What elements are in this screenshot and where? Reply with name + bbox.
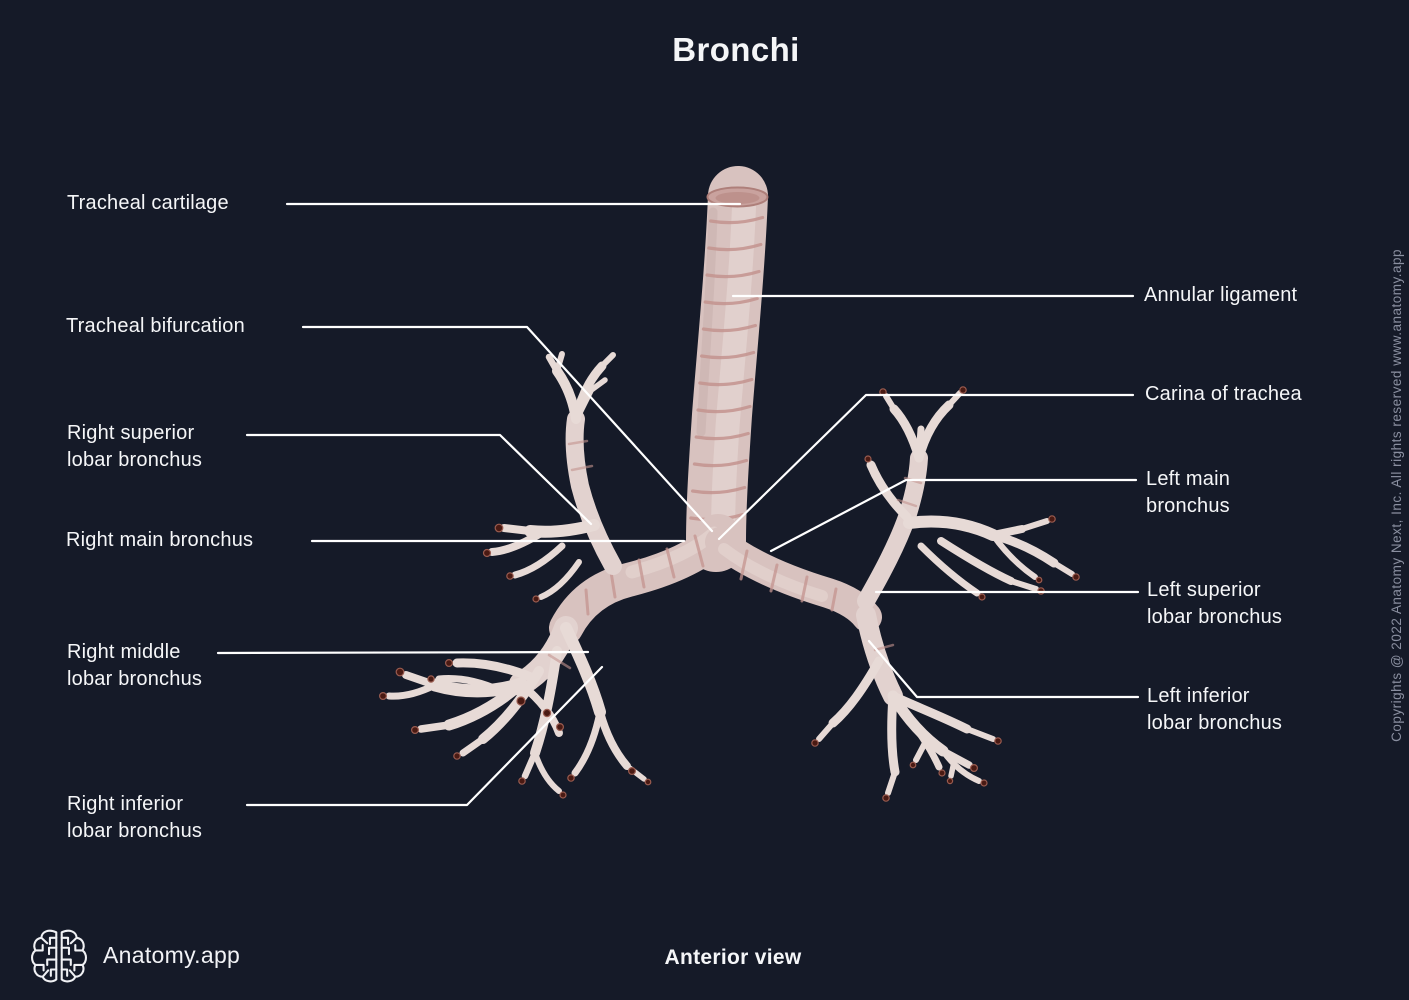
label-right-inferior-lobar: Right inferior lobar bronchus (67, 793, 203, 842)
right-middle-inferior-lobar-bronchi (385, 616, 647, 794)
left-superior-lobar-bronchus (857, 390, 1075, 610)
leader-lines (216, 202, 1140, 807)
leader-right-inferior-lobar (245, 665, 604, 807)
bronchiole-tip-openings (379, 386, 1080, 802)
bronchial-tree-model (379, 166, 1080, 802)
view-label: Anterior view (664, 946, 802, 969)
left-main-bronchus (705, 527, 882, 632)
label-carina-of-trachea: Carina of trachea (1145, 383, 1302, 405)
trachea (686, 166, 769, 572)
right-main-bronchus (549, 523, 733, 645)
brain-icon (31, 929, 88, 983)
brand-logo: Anatomy.app (30, 925, 240, 985)
label-annular-ligament: Annular ligament (1144, 284, 1298, 306)
label-left-main-bronchus: Left main bronchus (1146, 468, 1231, 517)
label-tracheal-cartilage: Tracheal cartilage (67, 192, 229, 214)
leader-left-main-bronchus (769, 478, 1138, 553)
label-left-inferior-lobar: Left inferior lobar bronchus (1147, 685, 1283, 734)
copyright-vertical-text: Copyrights @ 2022 Anatomy Next, Inc. All… (1389, 249, 1404, 742)
label-right-middle-lobar: Right middle lobar bronchus (67, 641, 203, 690)
tracheal-ring-grooves (689, 215, 765, 522)
leader-left-inferior-lobar (867, 639, 1140, 699)
page-title: Bronchi (672, 31, 800, 68)
left-inferior-lobar-bronchus (816, 605, 996, 796)
leader-tracheal-bifurcation (301, 325, 714, 533)
label-right-superior-lobar: Right superior lobar bronchus (67, 422, 203, 471)
trachea-opening (706, 186, 769, 208)
brand-name: Anatomy.app (103, 941, 241, 968)
label-left-superior-lobar: Left superior lobar bronchus (1147, 579, 1283, 628)
right-superior-lobar-bronchus (488, 351, 622, 600)
leader-right-superior-lobar (245, 433, 593, 526)
label-right-main-bronchus: Right main bronchus (66, 529, 254, 551)
leader-carina-of-trachea (717, 393, 1135, 541)
leader-right-middle-lobar (216, 650, 590, 655)
label-tracheal-bifurcation: Tracheal bifurcation (66, 315, 245, 337)
